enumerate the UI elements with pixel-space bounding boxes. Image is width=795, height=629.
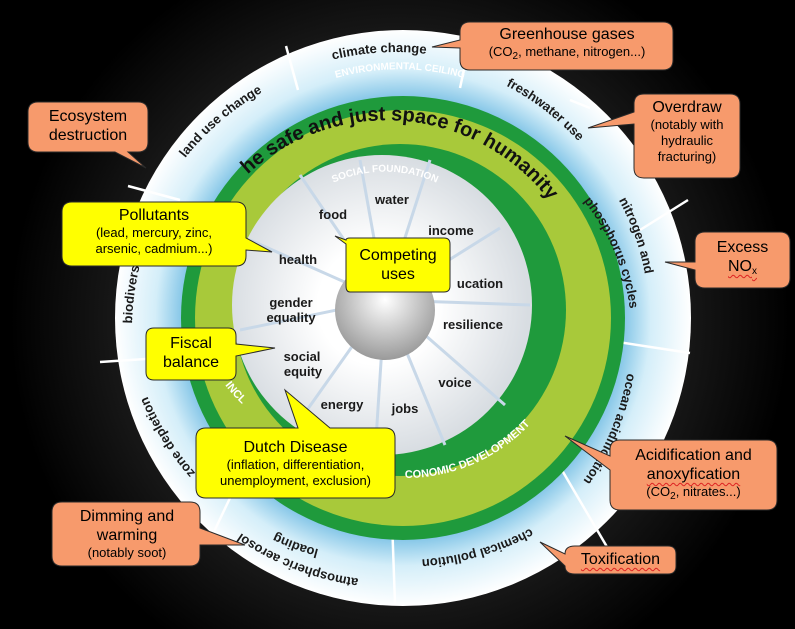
- toxification-callout: Toxification: [567, 550, 674, 569]
- overdraw-l2: hydraulic: [660, 133, 714, 148]
- dimming-l1: Dimming and: [79, 508, 175, 525]
- competing-l2: uses: [381, 266, 415, 283]
- acidification-callout: Acidification and anoxyfication (CO2, ni…: [612, 446, 775, 505]
- excess-nox: NOx: [728, 258, 757, 277]
- foundation-water: water: [374, 192, 409, 207]
- dimming-callout: Dimming and warming (notably soot): [54, 507, 200, 561]
- ecosystem-bubble: [27, 101, 149, 169]
- dimming-l2: warming: [96, 527, 158, 544]
- foundation-voice: voice: [438, 375, 471, 390]
- foundation-health: health: [279, 252, 317, 267]
- overdraw-title: Overdraw: [652, 99, 722, 116]
- foundation-equality: equality: [266, 310, 316, 325]
- foundation-education: ucation: [457, 276, 503, 291]
- foundation-jobs: jobs: [391, 401, 419, 416]
- foundation-equity: equity: [284, 364, 323, 379]
- foundation-social: social: [284, 349, 321, 364]
- excess-line1: Excess: [716, 239, 769, 256]
- greenhouse-sub: (CO2, methane, nitrogen...): [488, 44, 646, 62]
- acid-l2: anoxyfication: [646, 466, 741, 483]
- foundation-food: food: [319, 207, 347, 222]
- pollutants-l1: (lead, mercury, zinc,: [95, 225, 213, 240]
- fiscal-callout: Fiscal balance: [148, 334, 234, 372]
- acidification-bubble: [564, 435, 778, 511]
- competing-l1: Competing: [359, 247, 437, 264]
- dimming-sub: (notably soot): [87, 545, 167, 560]
- greenhouse-callout: Greenhouse gases (CO2, methane, nitrogen…: [462, 25, 672, 65]
- dutch-disease-bubble: [195, 388, 396, 499]
- foundation-resilience: resilience: [443, 317, 503, 332]
- pollutants-callout: Pollutants (lead, mercury, zinc, arsenic…: [64, 206, 244, 257]
- acid-l1: Acidification and: [635, 447, 752, 464]
- pollutants-title: Pollutants: [118, 207, 190, 224]
- dutch-l2: unemployment, exclusion): [219, 473, 372, 488]
- overdraw-l3: fracturing): [657, 149, 717, 164]
- boundary-dividers: [99, 41, 691, 605]
- overdraw-l1: (notably with: [650, 117, 724, 132]
- greenhouse-title: Greenhouse gases: [499, 26, 635, 43]
- dutch-disease-callout: Dutch Disease (inflation, differentiatio…: [198, 438, 393, 489]
- fiscal-l2: balance: [162, 354, 220, 371]
- callout-shapes: [27, 21, 791, 575]
- dimming-bubble: [51, 501, 246, 567]
- dutch-l1: (inflation, differentiation,: [226, 457, 365, 472]
- excess-nox-bubble: [664, 231, 791, 289]
- foundation-energy: energy: [321, 397, 364, 412]
- fiscal-bubble: [145, 327, 276, 381]
- toxification-title: Toxification: [580, 551, 661, 568]
- overdraw-bubble: [587, 93, 741, 179]
- fiscal-l1: Fiscal: [170, 335, 212, 352]
- pollutants-bubble: [61, 201, 273, 267]
- greenhouse-bubble: [431, 21, 674, 71]
- competing-uses-callout: Competing uses: [348, 246, 448, 284]
- ecosystem-line2: destruction: [48, 127, 128, 144]
- foundation-gender: gender: [269, 295, 312, 310]
- pollutants-l2: arsenic, cadmium...): [95, 241, 213, 256]
- ecosystem-callout: Ecosystem destruction: [30, 107, 146, 145]
- ecosystem-line1: Ecosystem: [48, 108, 128, 125]
- acid-sub: (CO2, nitrates...): [646, 484, 741, 502]
- competing-uses-bubble: [334, 235, 451, 293]
- excess-nox-callout: Excess NOx: [697, 238, 788, 281]
- overdraw-callout: Overdraw (notably with hydraulic fractur…: [636, 98, 738, 165]
- dutch-title: Dutch Disease: [243, 439, 348, 456]
- toxification-bubble: [539, 541, 677, 575]
- foundation-income: income: [428, 223, 474, 238]
